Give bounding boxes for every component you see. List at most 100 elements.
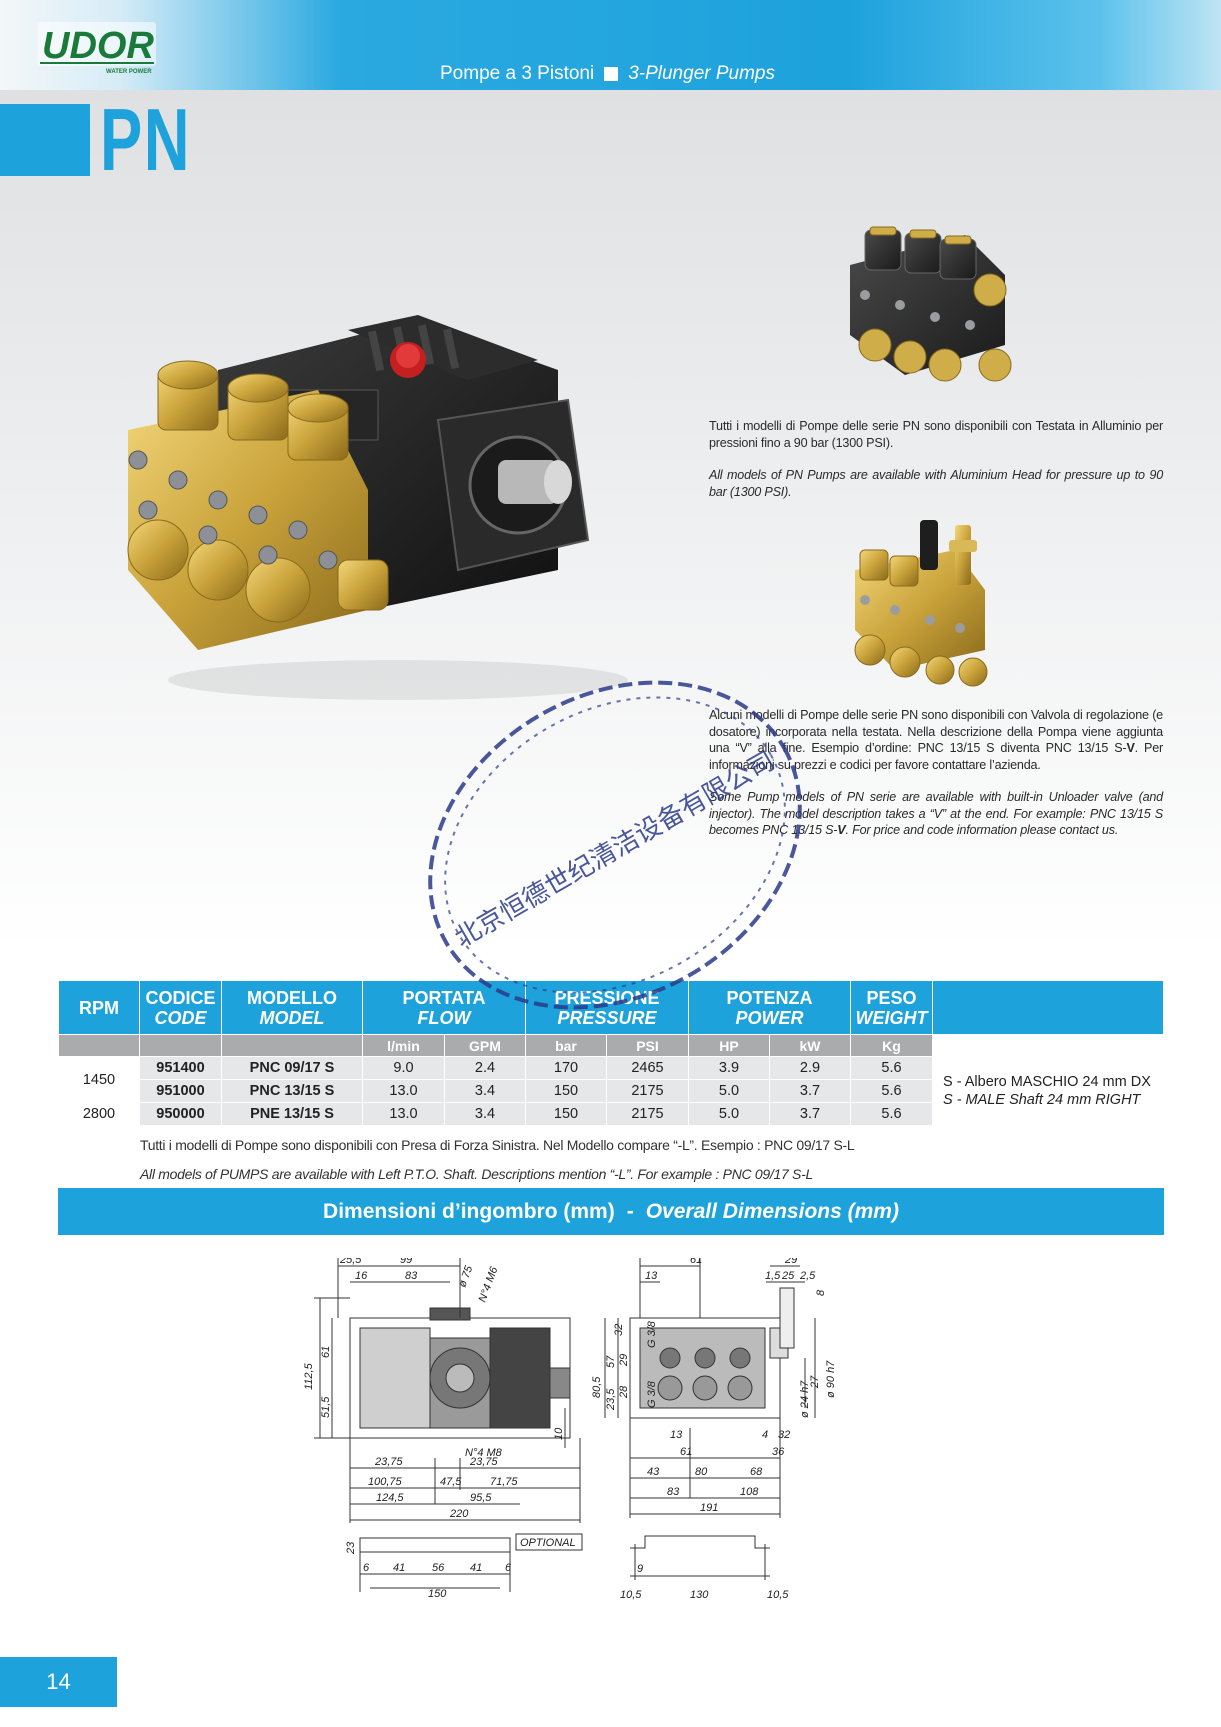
unit-psi: PSI: [606, 1034, 689, 1057]
cell-kw: 2.9: [769, 1056, 851, 1080]
brand-logo-text: UDOR: [42, 25, 154, 67]
svg-text:10: 10: [553, 1427, 565, 1440]
stamp-text: 北京恒德世纪清洁设备有限公司: [450, 746, 780, 954]
unit-gpm: GPM: [444, 1034, 526, 1057]
brand-logo: UDOR WATER POWER: [36, 20, 158, 76]
svg-text:G 3/8: G 3/8: [646, 1320, 658, 1348]
unit-hp: HP: [688, 1034, 770, 1057]
svg-text:51,5: 51,5: [320, 1396, 332, 1418]
cell-rpm: 1450: [58, 1056, 140, 1103]
svg-text:68: 68: [750, 1466, 763, 1478]
cell-hp: 3.9: [688, 1056, 770, 1080]
series-accent-bar: [0, 104, 90, 176]
svg-text:N°4 M8: N°4 M8: [465, 1447, 503, 1459]
table-row: 2800 950000 PNE 13/15 S 13.0 3.4 150 217…: [58, 1102, 1164, 1126]
svg-text:ø 24 h7: ø 24 h7: [799, 1380, 811, 1418]
square-bullet-icon: [604, 67, 619, 81]
header-blank: [932, 980, 1164, 1035]
company-stamp: 北京恒德世纪清洁设备有限公司: [405, 680, 825, 1020]
svg-text:130: 130: [690, 1589, 709, 1601]
unloader-info-en-b: V: [837, 823, 846, 837]
page-number: 14: [0, 1657, 117, 1707]
svg-text:8: 8: [815, 1289, 827, 1296]
svg-text:10,5: 10,5: [620, 1589, 642, 1601]
cell-code: 950000: [139, 1102, 222, 1126]
svg-text:9: 9: [637, 1563, 643, 1575]
svg-text:80,5: 80,5: [591, 1376, 603, 1398]
svg-text:4: 4: [762, 1429, 768, 1441]
svg-text:41: 41: [470, 1562, 482, 1574]
aluminium-info-it: Tutti i modelli di Pompe delle serie PN …: [709, 419, 1163, 450]
svg-text:36: 36: [772, 1446, 785, 1458]
footnote-it: Tutti i modelli di Pompe sono disponibil…: [140, 1137, 855, 1153]
svg-text:32: 32: [778, 1429, 790, 1441]
svg-text:43: 43: [647, 1466, 660, 1478]
svg-text:83: 83: [405, 1270, 418, 1282]
cell-hp: 5.0: [688, 1102, 770, 1126]
cell-kg: 5.6: [850, 1102, 933, 1126]
svg-text:29: 29: [618, 1354, 630, 1367]
svg-text:N°4 M6: N°4 M6: [477, 1265, 501, 1305]
svg-text:41: 41: [393, 1562, 405, 1574]
svg-text:27: 27: [809, 1375, 821, 1389]
cell-kw: 3.7: [769, 1102, 851, 1126]
svg-text:61: 61: [690, 1258, 702, 1266]
cell-model: PNE 13/15 S: [221, 1102, 363, 1126]
unloader-info-it-a: Alcuni modelli di Pompe delle serie PN s…: [709, 708, 1163, 755]
cell-gpm: 3.4: [444, 1079, 526, 1103]
cell-lmin: 13.0: [362, 1079, 445, 1103]
header-title: Pompe a 3 Pistoni 3-Plunger Pumps: [440, 62, 775, 86]
cell-hp: 5.0: [688, 1079, 770, 1103]
svg-text:150: 150: [428, 1588, 447, 1600]
cell-bar: 150: [525, 1079, 607, 1103]
shaft-note-en: S - MALE Shaft 24 mm RIGHT: [943, 1092, 1141, 1109]
svg-text:23,75: 23,75: [469, 1456, 498, 1468]
cell-kw: 3.7: [769, 1079, 851, 1103]
svg-text:32: 32: [613, 1324, 625, 1336]
unit-kg: Kg: [850, 1034, 933, 1057]
svg-text:1,5: 1,5: [765, 1270, 781, 1282]
header-title-en: 3-Plunger Pumps: [628, 63, 775, 84]
unit-bar: bar: [525, 1034, 607, 1057]
cell-lmin: 13.0: [362, 1102, 445, 1126]
unit-lmin: l/min: [362, 1034, 445, 1057]
table-row: 1450 951400 PNC 09/17 S 9.0 2.4 170 2465…: [58, 1056, 1164, 1126]
cell-code: 951000: [139, 1079, 222, 1103]
optional-label: OPTIONAL: [520, 1537, 576, 1549]
cell-kg: 5.6: [850, 1056, 933, 1080]
cell-gpm: 2.4: [444, 1056, 526, 1080]
svg-text:25: 25: [781, 1270, 795, 1282]
unloader-info-en: Some Pump models of PN serie are availab…: [709, 789, 1163, 839]
svg-text:191: 191: [700, 1502, 718, 1514]
svg-text:13: 13: [645, 1270, 658, 1282]
pump-illustration: [118, 310, 648, 710]
svg-text:99: 99: [400, 1258, 412, 1266]
header-rpm: RPM: [58, 980, 140, 1035]
cell-psi: 2175: [606, 1079, 689, 1103]
svg-text:61: 61: [320, 1346, 332, 1358]
cell-model: PNC 09/17 S: [221, 1056, 363, 1080]
cell-psi: 2175: [606, 1102, 689, 1126]
table-units-row: l/min GPM bar PSI HP kW Kg: [58, 1034, 1164, 1057]
cell-code: 951400: [139, 1056, 222, 1080]
table-row: 951000 PNC 13/15 S 13.0 3.4 150 2175 5.0…: [59, 1079, 1164, 1103]
svg-text:100,75: 100,75: [368, 1476, 403, 1488]
svg-text:23,5: 23,5: [605, 1388, 617, 1411]
svg-text:220: 220: [449, 1508, 469, 1520]
dimensions-title-it: Dimensioni d’ingombro (mm): [323, 1199, 615, 1223]
aluminium-info-en: All models of PN Pumps are available wit…: [709, 468, 1163, 499]
unloader-info-en-a: Some Pump models of PN serie are availab…: [709, 790, 1163, 837]
dimensions-title-separator: -: [626, 1199, 634, 1223]
cell-psi: 2465: [606, 1056, 689, 1080]
cell-model: PNC 13/15 S: [221, 1079, 363, 1103]
aluminium-head-illustration: [845, 225, 1015, 395]
shaft-note-it: S - Albero MASCHIO 24 mm DX: [943, 1074, 1151, 1091]
footnote-en: All models of PUMPS are available with L…: [140, 1166, 813, 1182]
svg-text:6: 6: [505, 1562, 512, 1574]
